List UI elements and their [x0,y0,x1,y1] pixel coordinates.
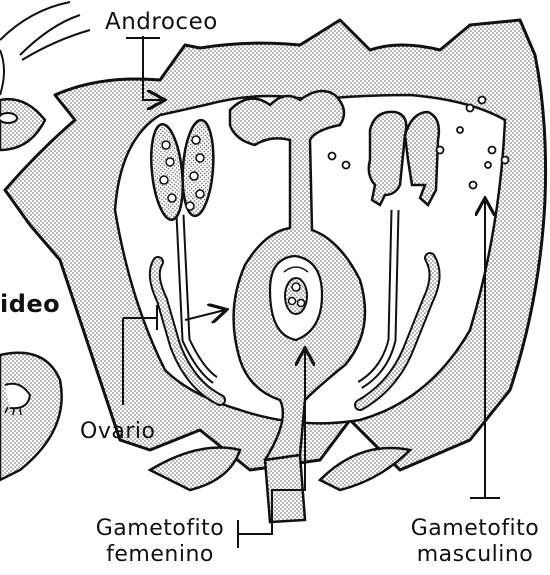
gametofito-femenino-label-line2: femenino [90,543,230,567]
gametofito-masculino-label-line1: Gametofito [402,517,548,541]
ovario-label: Ovario [80,420,155,444]
gametofito-femenino-label-line1: Gametofito [90,517,230,541]
partial-stamen-topleft [0,2,90,95]
partial-structure-left [0,99,45,150]
gametofito-masculino-label-line2: masculino [402,543,548,567]
partial-bud-left [0,353,62,480]
partial-left-label: ideo [0,292,60,316]
base-bracts [150,448,410,523]
androceo-label: Androceo [105,10,218,34]
